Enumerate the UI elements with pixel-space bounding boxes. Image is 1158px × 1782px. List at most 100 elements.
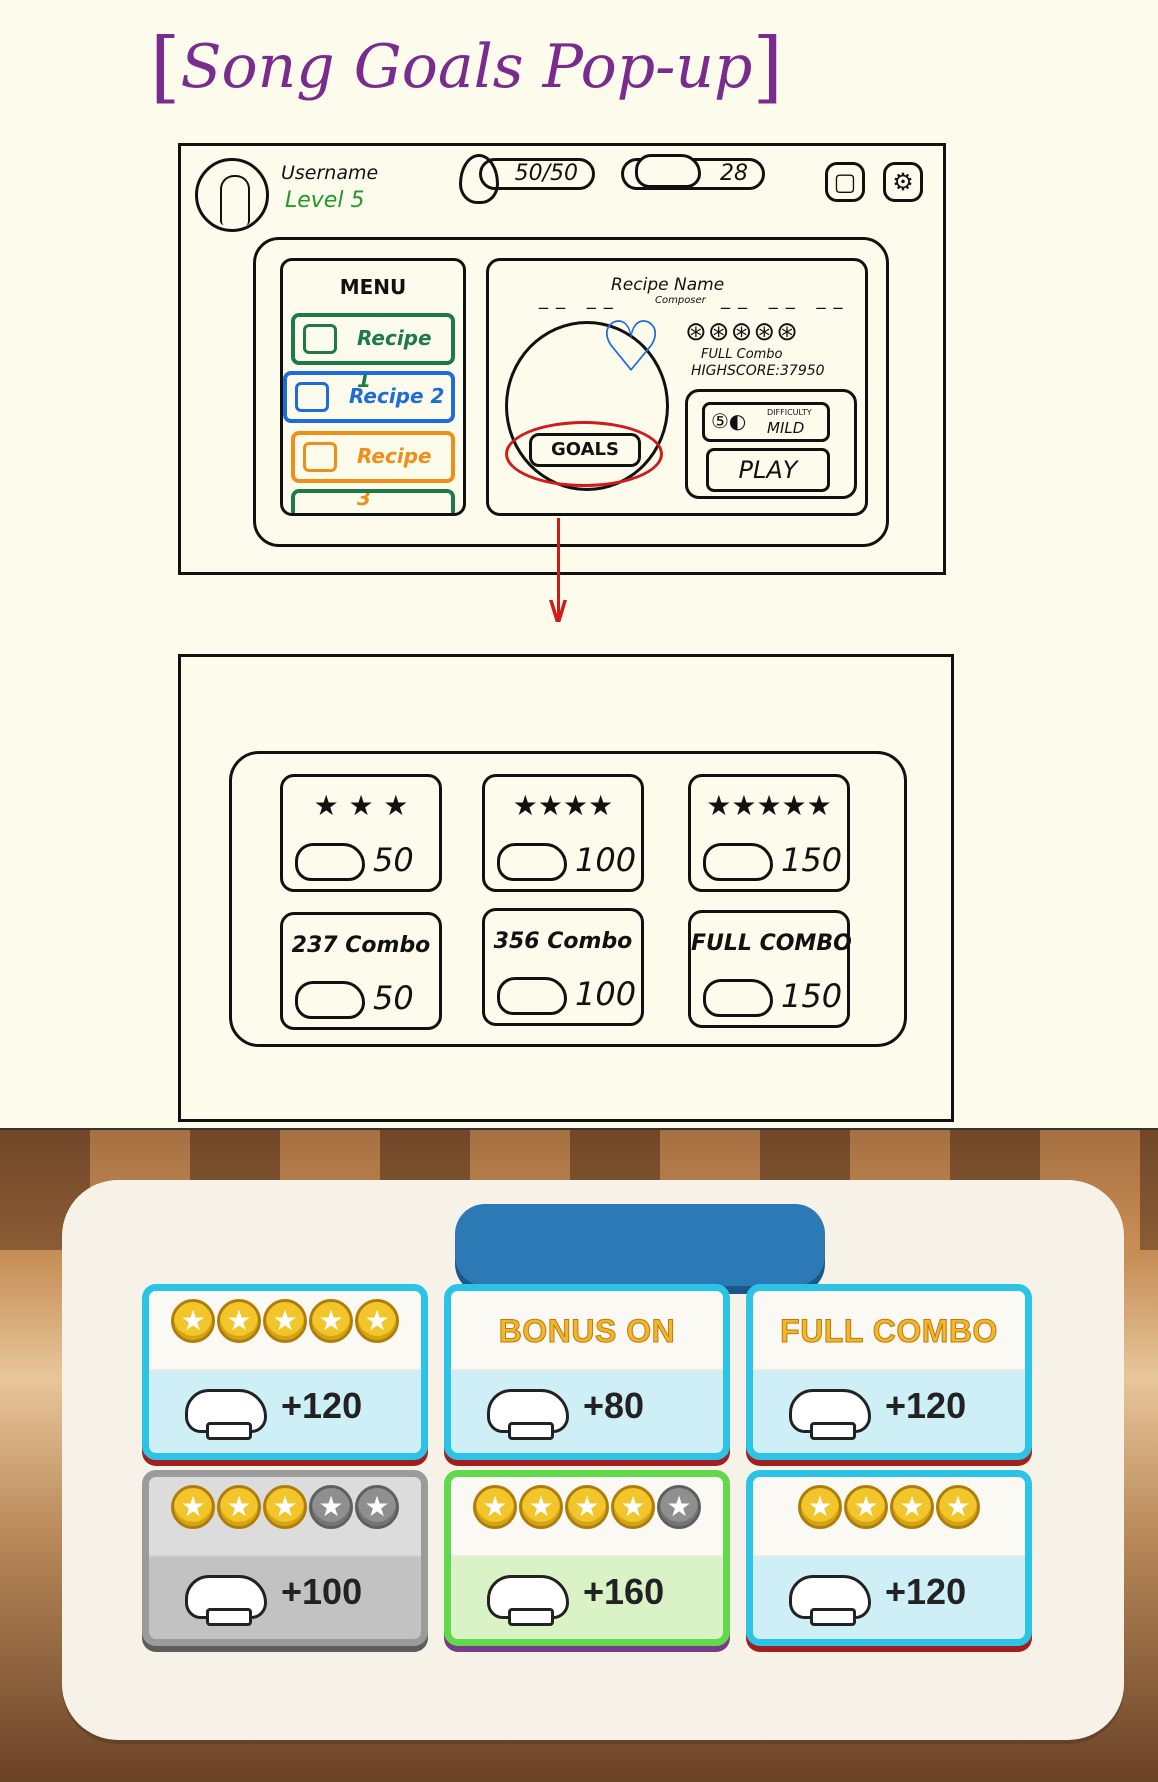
- star-icon: ★: [217, 1299, 261, 1343]
- goal-card-reward: +120: [753, 1557, 1025, 1639]
- recipe-item-2[interactable]: Recipe 2: [283, 371, 455, 423]
- star-icon: ★: [171, 1299, 215, 1343]
- sketch-goal-card: ★★★★ 100: [482, 774, 644, 892]
- goal-reward: 100: [575, 841, 637, 879]
- avatar[interactable]: [195, 158, 269, 232]
- goal-reward: 50: [373, 979, 414, 1017]
- goal-requirement: FULL COMBO: [691, 931, 852, 956]
- reward-amount: +100: [281, 1571, 363, 1612]
- flow-arrow: [557, 518, 560, 622]
- recipe-menu: MENU Recipe 1 Recipe 2 Recipe 3: [280, 258, 466, 516]
- goal-requirement: ★★★★★: [706, 789, 832, 822]
- recipe-name: Recipe Name: [611, 275, 725, 295]
- chef-hat-icon: [789, 1575, 871, 1626]
- chef-hat-icon: [295, 843, 365, 881]
- star-icon: ★: [355, 1299, 399, 1343]
- recipe-item-1[interactable]: Recipe 1: [291, 313, 455, 392]
- star-icon: ★: [519, 1485, 563, 1529]
- star-icon: ★: [890, 1485, 934, 1529]
- goal-card-requirement: ★★★★★: [451, 1477, 723, 1557]
- chef-hat-icon: [487, 1575, 569, 1626]
- goals-popup-sketch: ★ ★ ★ 50 ★★★★ 100 ★★★★★ 150 237 Combo 50…: [178, 654, 954, 1122]
- goal-card-requirement: ★★★★: [753, 1477, 1025, 1557]
- star-icon: ★: [263, 1485, 307, 1529]
- play-panel: ⑤◐ DIFFICULTY MILD PLAY: [685, 389, 857, 499]
- chef-hat-icon: [703, 843, 773, 881]
- chef-hat-icon: [703, 979, 773, 1017]
- star-icon: ★: [217, 1485, 261, 1529]
- username-label: Username: [281, 162, 379, 184]
- recipe-disc: [505, 321, 669, 491]
- sketch-goal-card: 356 Combo 100: [482, 908, 644, 1026]
- recipe-1-icon: [303, 324, 337, 354]
- star-icon: ★: [844, 1485, 888, 1529]
- menu-title: MENU: [339, 275, 407, 299]
- sketch-goal-card: FULL COMBO 150: [688, 910, 852, 1028]
- goals-button[interactable]: GOALS: [529, 433, 641, 467]
- title-dashes: __ __ __: [721, 289, 851, 310]
- goal-reward: 150: [781, 977, 843, 1015]
- goal-reward: 100: [575, 975, 637, 1013]
- star-icon: ★: [936, 1485, 980, 1529]
- reward-amount: +120: [281, 1385, 363, 1426]
- goal-reward: 150: [781, 841, 843, 879]
- heart-icon: ♡: [599, 306, 663, 388]
- shop-button[interactable]: ▢: [825, 162, 865, 202]
- recipe-item-4[interactable]: [291, 489, 455, 513]
- reward-amount: +120: [885, 1571, 967, 1612]
- goal-requirement: ★★★★: [512, 789, 614, 822]
- sketch-goal-card: 237 Combo 50: [280, 912, 442, 1030]
- goal-requirement: 237 Combo: [291, 933, 431, 958]
- goal-card-reward: +120: [753, 1371, 1025, 1453]
- sketch-title: [Song Goals Pop-up]: [150, 22, 783, 112]
- star-icon: ★: [798, 1485, 842, 1529]
- star-icon: ★: [355, 1485, 399, 1529]
- difficulty-caption: DIFFICULTY: [767, 408, 812, 417]
- arrow-down-icon: ∨: [544, 587, 572, 631]
- chef-hat-icon: [185, 1389, 267, 1440]
- star-icon: ★: [611, 1485, 655, 1529]
- goal-card: ★★★★★ +120: [142, 1284, 428, 1460]
- main-screen-sketch: Username Level 5 50/50 28 ▢ ⚙ MENU Recip…: [178, 143, 946, 575]
- song-select-panel: MENU Recipe 1 Recipe 2 Recipe 3 __ __ __…: [253, 237, 889, 547]
- chef-hat-icon: [497, 843, 567, 881]
- play-button[interactable]: PLAY: [706, 448, 830, 492]
- chef-hat-icon: [497, 977, 567, 1015]
- chef-hat-icon: [185, 1575, 267, 1626]
- goal-card-reward: +80: [451, 1371, 723, 1453]
- sketch-goal-card: ★ ★ ★ 50: [280, 774, 442, 892]
- star-rating: ★★★★★: [149, 1291, 421, 1343]
- chef-hat-icon: [789, 1389, 871, 1440]
- chef-hat-icon: [635, 154, 701, 188]
- recipe-item-3[interactable]: Recipe 3: [291, 431, 455, 510]
- highlight-ring: [505, 421, 663, 487]
- goal-card: ★★★★★ +160: [444, 1470, 730, 1646]
- goal-card-reward: +160: [451, 1557, 723, 1639]
- star-rating: ★★★★★: [149, 1477, 421, 1529]
- level-label: Level 5: [285, 188, 365, 213]
- star-rating: ★★★★★: [451, 1477, 723, 1529]
- chef-hat-icon: [295, 981, 365, 1019]
- recipe-3-icon: [303, 442, 337, 472]
- difficulty-selector[interactable]: ⑤◐ DIFFICULTY MILD: [702, 402, 830, 442]
- goal-card-requirement: ★★★★★: [149, 1291, 421, 1371]
- goals-popup-panel: ★ ★ ★ 50 ★★★★ 100 ★★★★★ 150 237 Combo 50…: [229, 751, 907, 1047]
- difficulty-icons: ⑤◐: [711, 409, 747, 433]
- popup-banner: [455, 1204, 825, 1286]
- gear-icon[interactable]: ⚙: [883, 162, 923, 202]
- reward-amount: +80: [583, 1385, 645, 1426]
- star-icon: ★: [657, 1485, 701, 1529]
- reward-amount: +160: [583, 1571, 665, 1612]
- title-dashes: __ __: [539, 289, 621, 310]
- sketch-goal-card: ★★★★★ 150: [688, 774, 850, 892]
- star-icon: ★: [309, 1485, 353, 1529]
- goal-card-requirement: FULL COMBO: [753, 1291, 1025, 1371]
- goal-card-requirement: BONUS ON: [451, 1291, 723, 1371]
- full-combo-label: FULL Combo: [701, 347, 783, 362]
- goal-card: ★★★★★ +100: [142, 1470, 428, 1646]
- star-icon: ★: [309, 1299, 353, 1343]
- goal-text: FULL COMBO: [780, 1313, 998, 1350]
- goal-card-reward: +100: [149, 1557, 421, 1639]
- goal-requirement: ★ ★ ★: [313, 789, 409, 822]
